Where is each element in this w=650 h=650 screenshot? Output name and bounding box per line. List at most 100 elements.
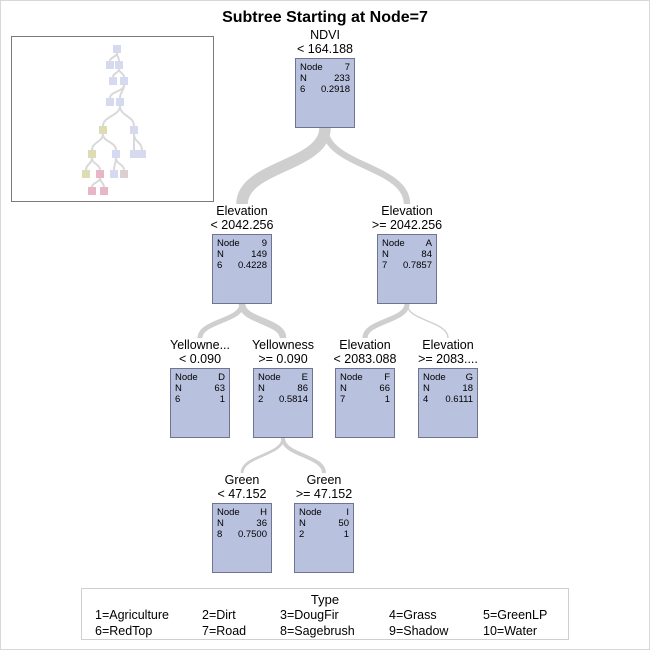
node-label: Node xyxy=(382,238,405,249)
overview-node xyxy=(130,150,138,158)
legend-item: 5=GreenLP xyxy=(483,608,548,622)
node-stat-row: 7 0.7857 xyxy=(382,260,432,271)
overview-node xyxy=(106,98,114,106)
predicted-class: 7 xyxy=(382,260,388,271)
overview-link xyxy=(99,177,105,188)
split-rule: < 2042.256 xyxy=(210,218,274,232)
legend-item: 7=Road xyxy=(202,624,247,638)
split-label-G: Elevation>= 2083.... xyxy=(378,338,518,366)
overview-node xyxy=(99,126,107,134)
node-id: 7 xyxy=(344,62,350,73)
split-rule: >= 47.152 xyxy=(295,487,353,501)
count-label: N xyxy=(217,249,224,260)
predicted-class: 6 xyxy=(300,84,306,95)
split-label-I: Green>= 47.152 xyxy=(254,473,394,501)
tree-link-E-H xyxy=(240,437,285,474)
predicted-class: 8 xyxy=(217,529,223,540)
split-variable: Elevation xyxy=(381,204,433,218)
legend-item: 2=Dirt xyxy=(202,608,236,622)
node-id: D xyxy=(218,372,225,383)
overview-node xyxy=(100,187,108,195)
tree-overview-canvas xyxy=(82,45,146,195)
predicted-class: 2 xyxy=(258,394,264,405)
overview-link xyxy=(112,68,120,78)
legend-title: Type xyxy=(310,592,340,607)
split-label-7: NDVI< 164.188 xyxy=(255,28,395,56)
node-id: A xyxy=(425,238,432,249)
node-stat-row: 6 0.4228 xyxy=(217,260,267,271)
tree-link-A-F xyxy=(362,303,410,339)
tree-overview-panel[interactable] xyxy=(11,36,214,202)
tree-link-A-G xyxy=(406,303,449,339)
node-stat-row: N 50 xyxy=(299,518,349,529)
count-label: N xyxy=(340,383,347,394)
node-stat-row: N 149 xyxy=(217,249,267,260)
overview-link xyxy=(102,105,121,127)
predicted-class: 6 xyxy=(217,260,223,271)
split-label-H: Green< 47.152 xyxy=(172,473,312,501)
overview-link xyxy=(91,157,101,171)
split-label-E: Yellowness>= 0.090 xyxy=(213,338,353,366)
split-variable: Green xyxy=(224,473,260,487)
split-label-9: Elevation< 2042.256 xyxy=(172,204,312,232)
overview-node xyxy=(138,150,146,158)
predicted-class: 6 xyxy=(175,394,181,405)
count-value: 66 xyxy=(379,383,390,394)
overview-node xyxy=(110,170,118,178)
count-value: 149 xyxy=(251,249,267,260)
class-probability: 0.6111 xyxy=(445,394,473,405)
class-probability: 0.2918 xyxy=(320,84,350,95)
split-variable: Green xyxy=(306,473,342,487)
class-probability: 0.7857 xyxy=(402,260,432,271)
overview-link xyxy=(133,133,143,151)
split-label-A: Elevation>= 2042.256 xyxy=(337,204,477,232)
count-value: 63 xyxy=(214,383,225,394)
count-label: N xyxy=(299,518,306,529)
split-variable: NDVI xyxy=(310,28,340,42)
count-value: 233 xyxy=(334,73,350,84)
tree-link-9-D xyxy=(197,303,245,339)
overview-link xyxy=(91,177,101,188)
predicted-class: 2 xyxy=(299,529,305,540)
split-variable: Elevation xyxy=(339,338,391,352)
legend-item: 3=DougFir xyxy=(280,608,339,622)
overview-node xyxy=(96,170,104,178)
count-label: N xyxy=(258,383,265,394)
split-variable: Elevation xyxy=(216,204,268,218)
overview-link xyxy=(119,84,125,99)
count-value: 50 xyxy=(338,518,349,529)
class-probability: 0.4228 xyxy=(237,260,267,271)
count-label: N xyxy=(217,518,224,529)
tree-link-7-A xyxy=(321,127,411,205)
node-id: G xyxy=(465,372,473,383)
node-stat-row: N 66 xyxy=(340,383,390,394)
